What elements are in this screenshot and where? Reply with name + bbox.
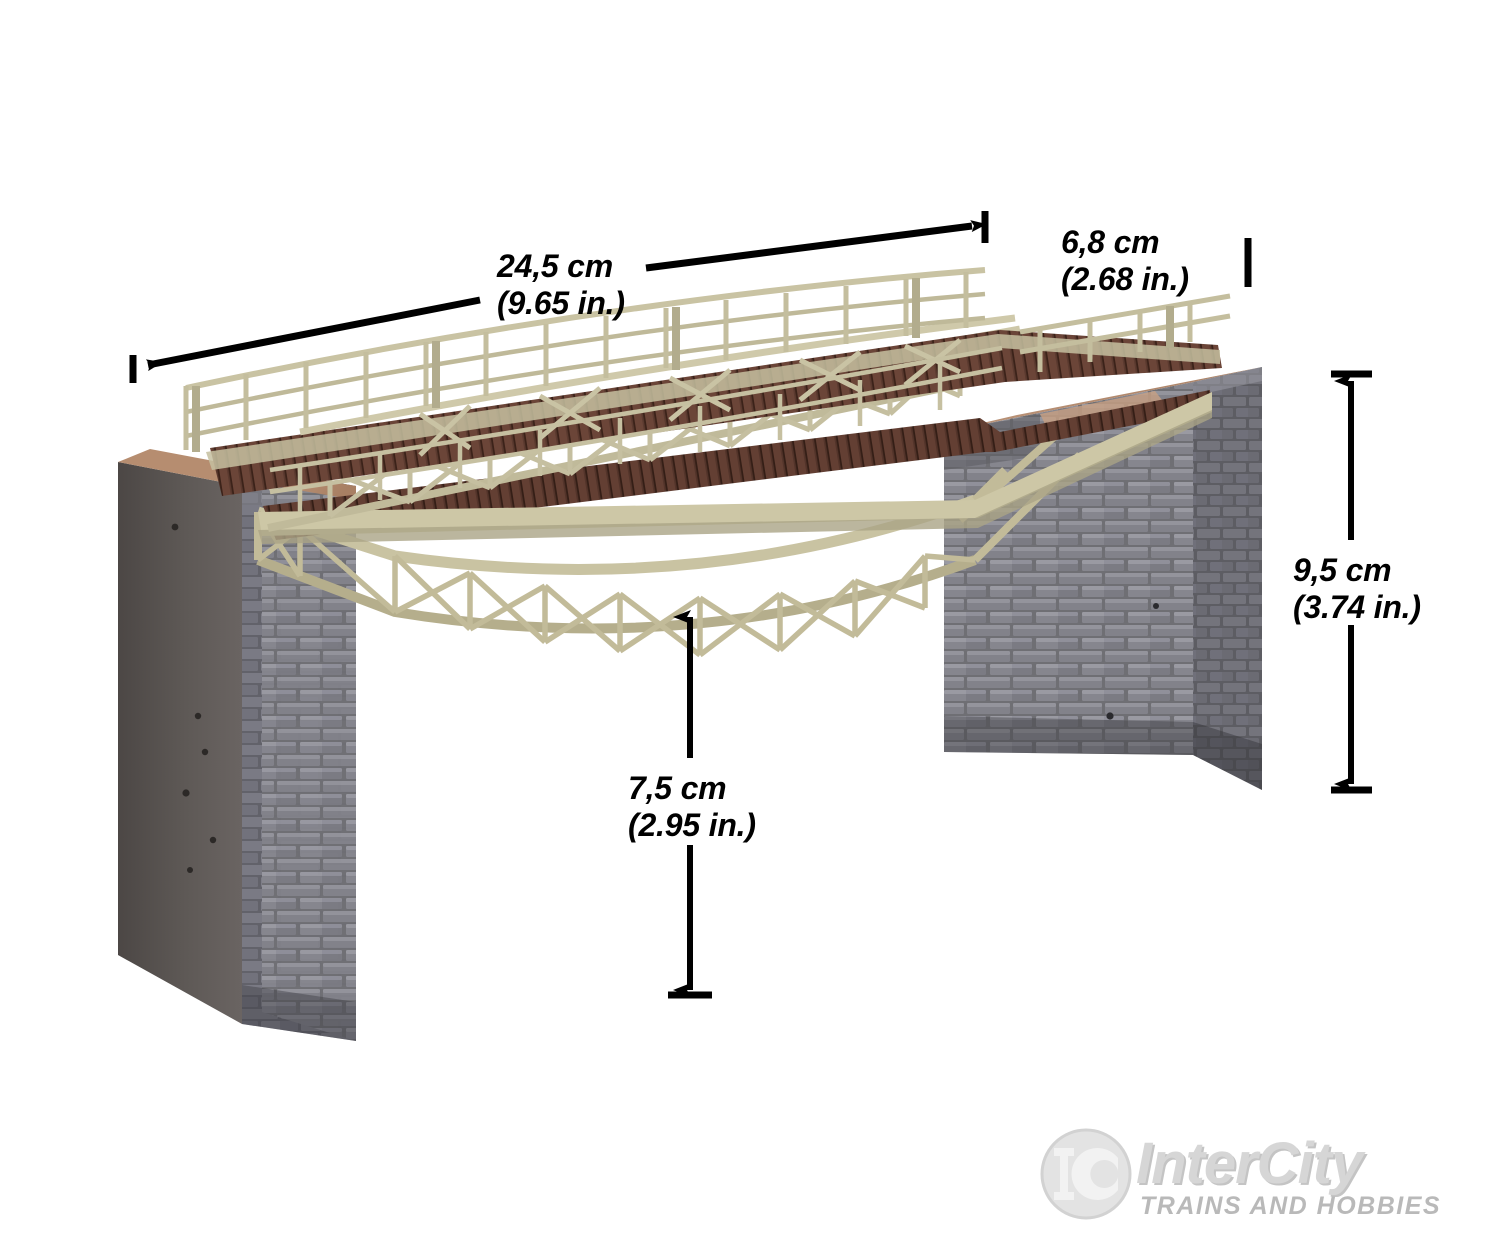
width-dimension-label: 24,5 cm (9.65 in.) xyxy=(497,248,625,322)
depth-dimension-label: 6,8 cm (2.68 in.) xyxy=(1061,224,1189,298)
width-metric: 24,5 cm xyxy=(497,248,614,284)
clearance-imperial: (2.95 in.) xyxy=(628,807,756,844)
deck-upper xyxy=(210,330,1222,496)
deck-fascia-lower xyxy=(258,392,1212,536)
right-pier xyxy=(944,367,1262,790)
intercity-monogram-icon xyxy=(1040,1128,1132,1220)
lower-truss-girder xyxy=(256,494,977,634)
clearance-dimension-label: 7,5 cm (2.95 in.) xyxy=(628,770,756,844)
depth-imperial: (2.68 in.) xyxy=(1061,261,1189,298)
railing-near xyxy=(269,345,1003,512)
depth-metric: 6,8 cm xyxy=(1061,224,1160,260)
watermark-brand: InterCity xyxy=(1136,1131,1363,1196)
left-pier xyxy=(118,449,356,1041)
width-imperial: (9.65 in.) xyxy=(497,285,625,322)
upper-cross-bracing xyxy=(299,314,1016,457)
bridge-span xyxy=(183,267,1231,658)
height-imperial: (3.74 in.) xyxy=(1293,589,1421,626)
height-dimension-label: 9,5 cm (3.74 in.) xyxy=(1293,552,1421,626)
deck-lower xyxy=(263,390,1212,540)
truss-end-struts xyxy=(254,433,1083,563)
clearance-metric: 7,5 cm xyxy=(628,770,727,806)
mid-lattice-truss xyxy=(266,325,1021,532)
intercity-watermark: InterCity TRAINS AND HOBBIES xyxy=(1040,1128,1460,1238)
lower-truss-web xyxy=(255,510,976,658)
height-metric: 9,5 cm xyxy=(1293,552,1392,588)
railing-right-end xyxy=(1019,293,1231,372)
watermark-tagline: TRAINS AND HOBBIES xyxy=(1140,1192,1442,1220)
